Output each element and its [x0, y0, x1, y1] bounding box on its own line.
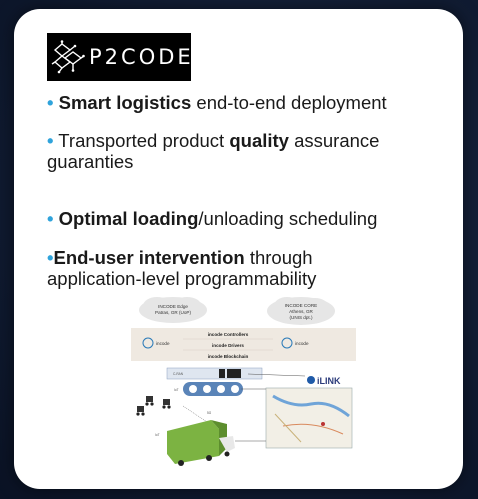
- bullet-text-line2: application-level programmability: [47, 268, 317, 289]
- net-label: 5G: [207, 411, 212, 415]
- forklift-icon: [136, 396, 171, 416]
- layer-drivers: incode Drivers: [212, 343, 244, 348]
- router-icon: [183, 382, 243, 396]
- bullet-dot-icon: •: [47, 92, 59, 113]
- bullet-optimal-loading: • Optimal loading/unloading scheduling: [47, 208, 377, 229]
- incode-brand-left: incode: [156, 341, 170, 346]
- edge-cloud-title: INCODE Edge: [158, 304, 188, 309]
- core-cloud-dept: (UNIS dpt.): [290, 315, 313, 320]
- cloud-icon: INCODE Edge Patras, GR (UoP): [139, 297, 207, 323]
- logo-wordmark: P2CODE: [89, 45, 194, 69]
- bullet-bold: End-user intervention: [53, 247, 245, 268]
- cran-box: [166, 367, 263, 380]
- ilink-icon: [307, 376, 315, 384]
- architecture-diagram: INCODE Edge Patras, GR (UoP) INCODE CORE…: [131, 297, 356, 466]
- iot-label: IoT: [174, 388, 179, 392]
- bullet-text: end-to-end deployment: [191, 92, 387, 113]
- layer-controllers: incode Controllers: [208, 332, 249, 337]
- map-icon: [265, 387, 353, 449]
- layer-blockchain: incode Blockchain: [208, 354, 249, 359]
- incode-logo-right: incode: [281, 337, 309, 349]
- truck-sensor-label: IoT: [155, 433, 160, 437]
- cran-label: C-RAN: [173, 372, 184, 376]
- bullet-text: /unloading scheduling: [198, 208, 378, 229]
- ilink-brand: iLINK: [317, 376, 341, 386]
- layer-band: [131, 328, 356, 361]
- bullet-dot-icon: •: [47, 130, 54, 151]
- bullet-text-pre: Transported product: [53, 130, 230, 151]
- bullet-bold: Optimal loading: [58, 208, 199, 229]
- bullet-quality-assurance: • Transported product quality assurance g…: [47, 130, 379, 172]
- bullet-text: assurance: [288, 130, 380, 151]
- cloud-icon: INCODE CORE Athens, GR (UNIS dpt.): [267, 297, 335, 325]
- bullet-smart-logistics: • Smart logistics end-to-end deployment: [47, 92, 387, 113]
- bullet-dot-icon: •: [47, 247, 54, 268]
- bullet-bold: quality: [229, 130, 289, 151]
- bullet-bold: Smart logistics: [58, 92, 192, 113]
- p2code-logo: P2CODE: [47, 33, 191, 81]
- incode-brand-right: incode: [295, 341, 309, 346]
- bullet-text: through: [244, 247, 313, 268]
- bullet-text-line2: guaranties: [47, 151, 134, 172]
- content-card: [14, 9, 463, 489]
- circuit-logo-icon: [51, 40, 85, 74]
- truck-icon: [167, 420, 235, 466]
- incode-logo-left: incode: [142, 337, 170, 349]
- edge-cloud-location: Patras, GR (UoP): [155, 310, 191, 315]
- core-cloud-title: INCODE CORE: [285, 303, 317, 308]
- core-cloud-location: Athens, GR: [289, 309, 313, 314]
- bullet-dot-icon: •: [47, 208, 59, 229]
